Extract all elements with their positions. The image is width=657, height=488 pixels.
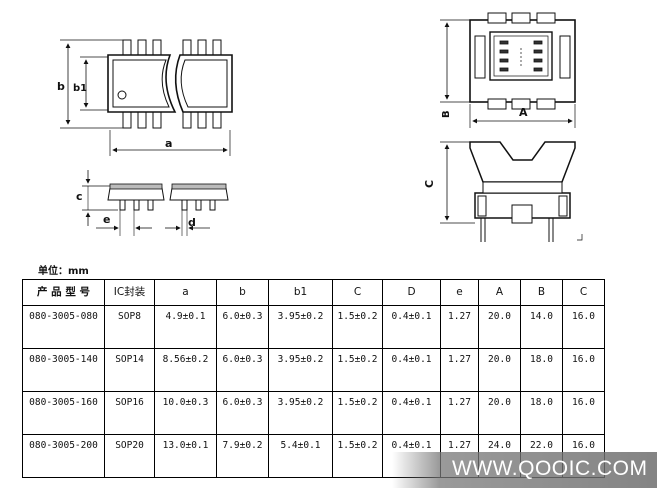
table-cell: 6.0±0.3 [216, 305, 269, 349]
table-cell: 0.4±0.1 [382, 305, 441, 349]
table-cell: 1.5±0.2 [332, 434, 383, 478]
header-d: D [382, 279, 441, 306]
table-cell: 5.4±0.1 [268, 434, 333, 478]
dim-label-e: e [103, 213, 110, 226]
header-A: A [478, 279, 521, 306]
technical-drawing: b b1 a c e d [57, 12, 583, 242]
table-cell: 1.5±0.2 [332, 348, 383, 392]
table-cell: 20.0 [478, 348, 521, 392]
table-cell: 16.0 [562, 391, 605, 435]
header-a: a [154, 279, 217, 306]
table-cell: 1.5±0.2 [332, 391, 383, 435]
header-b1: b1 [268, 279, 333, 306]
dim-label-a: a [165, 137, 172, 150]
table-cell: 1.27 [440, 391, 479, 435]
table-cell: 8.56±0.2 [154, 348, 217, 392]
watermark: WWW.QOOIC.COM [392, 452, 657, 488]
table-cell: SOP8 [104, 305, 155, 349]
header-b: b [216, 279, 269, 306]
socket-top-view [440, 12, 576, 128]
table-cell: 080-3005-140 [22, 348, 105, 392]
table-cell: 080-3005-160 [22, 391, 105, 435]
table-cell: 1.27 [440, 305, 479, 349]
dim-label-d: d [188, 216, 196, 229]
table-cell: 13.0±0.1 [154, 434, 217, 478]
table-cell: 4.9±0.1 [154, 305, 217, 349]
table-cell: SOP14 [104, 348, 155, 392]
table-cell: 1.5±0.2 [332, 305, 383, 349]
table-cell: 6.0±0.3 [216, 391, 269, 435]
table-cell: 14.0 [520, 305, 563, 349]
table-cell: 0.4±0.1 [382, 348, 441, 392]
table-cell: 10.0±0.3 [154, 391, 217, 435]
dim-label-C: C [423, 180, 436, 188]
table-cell: 3.95±0.2 [268, 391, 333, 435]
dim-label-A: A [519, 106, 528, 119]
dim-label-c: c [76, 190, 83, 203]
table-cell: 20.0 [478, 305, 521, 349]
table-cell: 1.27 [440, 348, 479, 392]
table-cell: 080-3005-080 [22, 305, 105, 349]
sop-top-view [60, 39, 233, 156]
dim-label-b: b [57, 80, 65, 93]
watermark-text: WWW.QOOIC.COM [452, 457, 648, 480]
table-cell: 3.95±0.2 [268, 348, 333, 392]
header-C2: C [562, 279, 605, 306]
socket-side-view [440, 141, 583, 242]
table-cell: SOP16 [104, 391, 155, 435]
dim-label-b1: b1 [73, 83, 87, 94]
header-ic-package: IC封装 [104, 279, 155, 306]
table-cell: 18.0 [520, 391, 563, 435]
table-cell: 16.0 [562, 305, 605, 349]
table-cell: 0.4±0.1 [382, 391, 441, 435]
header-c: C [332, 279, 383, 306]
table-cell: 20.0 [478, 391, 521, 435]
table-cell: 16.0 [562, 348, 605, 392]
table-cell: 3.95±0.2 [268, 305, 333, 349]
header-B: B [520, 279, 563, 306]
table-cell: 080-3005-200 [22, 434, 105, 478]
dim-label-B: B [441, 110, 452, 118]
unit-label: 单位：mm [38, 266, 89, 277]
header-e: e [440, 279, 479, 306]
header-part-number: 产 品 型 号 [22, 279, 105, 306]
table-cell: 18.0 [520, 348, 563, 392]
table-header-row: 产 品 型 号 IC封装 a b b1 C D e A B C [22, 279, 605, 306]
table-cell: 6.0±0.3 [216, 348, 269, 392]
table-cell: SOP20 [104, 434, 155, 478]
spec-table: 产 品 型 号 IC封装 a b b1 C D e A B C 080-3005… [22, 279, 605, 478]
table-cell: 7.9±0.2 [216, 434, 269, 478]
sop-side-view [82, 170, 229, 236]
